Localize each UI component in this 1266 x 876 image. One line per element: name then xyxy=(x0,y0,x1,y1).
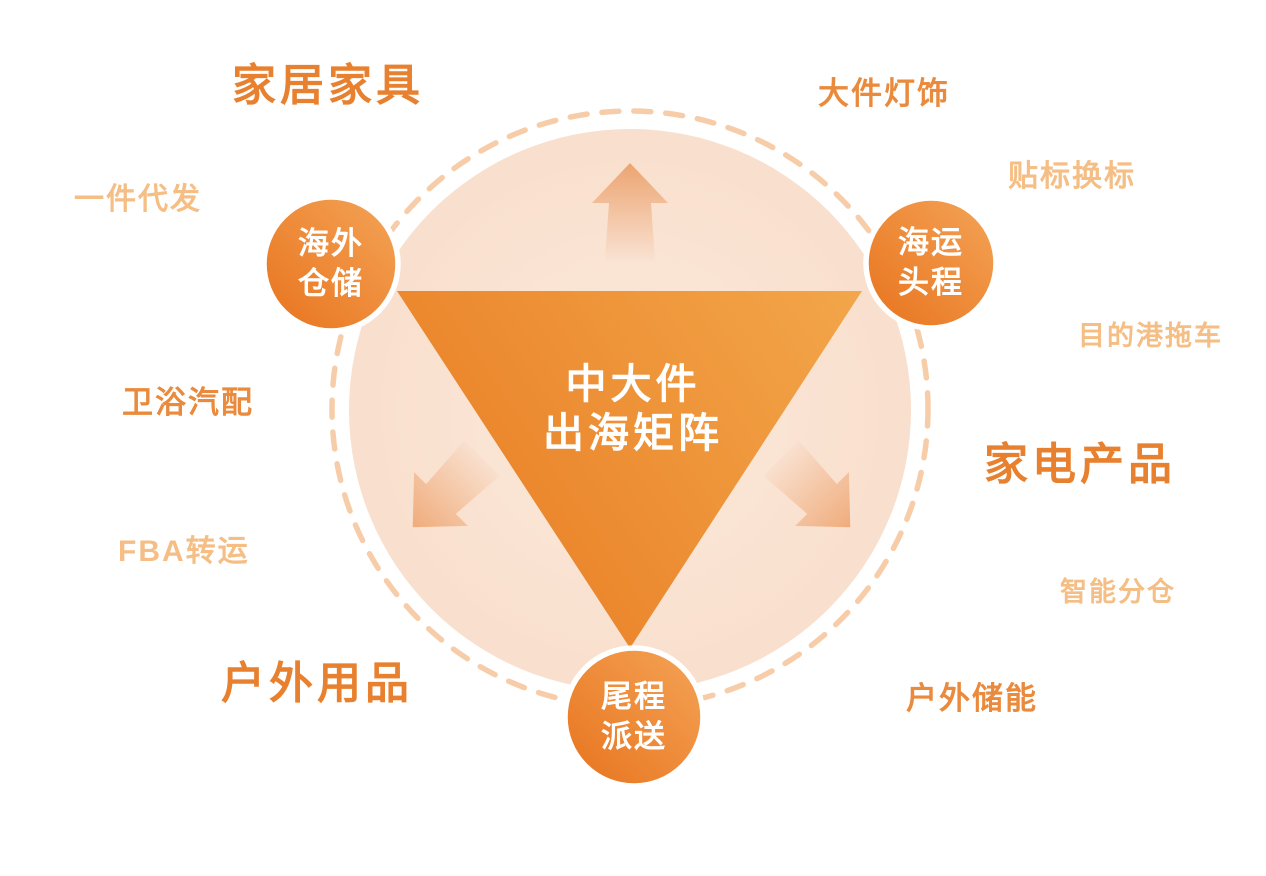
label-relabeling: 贴标换标 xyxy=(1008,160,1136,193)
label-outdoor-energy-storage: 户外储能 xyxy=(906,681,1038,716)
arrow-down-left-icon xyxy=(412,440,500,528)
label-home-furniture: 家居家具 xyxy=(232,61,424,110)
core-triangle xyxy=(397,291,862,648)
node-label-line1: 尾程 xyxy=(601,679,667,714)
node-circle-overseas-warehousing xyxy=(261,194,401,334)
center-title-line2: 出海矩阵 xyxy=(543,410,723,456)
node-circle-sea-freight-first-leg xyxy=(863,195,999,331)
label-fba-transfer: FBA转运 xyxy=(118,535,250,568)
node-circle-last-mile-delivery xyxy=(562,645,706,789)
center-title: 中大件 出海矩阵 xyxy=(460,360,806,458)
node-label-line2: 派送 xyxy=(601,719,667,754)
label-smart-warehousing: 智能分仓 xyxy=(1060,577,1176,607)
node-last-mile-delivery: 尾程 派送 xyxy=(554,677,714,757)
center-title-line1: 中大件 xyxy=(565,361,701,407)
label-port-trucking: 目的港拖车 xyxy=(1078,321,1223,351)
arrow-up-icon xyxy=(592,163,668,261)
arrow-down-right-icon xyxy=(763,440,851,528)
orbit-dashed-ring xyxy=(329,108,931,710)
label-dropshipping: 一件代发 xyxy=(74,183,202,216)
node-sea-freight-first-leg: 海运 头程 xyxy=(851,223,1011,303)
node-overseas-warehousing: 海外 仓储 xyxy=(251,224,411,304)
node-label-line1: 海外 xyxy=(298,226,364,261)
node-label-line2: 仓储 xyxy=(298,266,364,301)
node-label-line1: 海运 xyxy=(898,225,964,260)
label-bath-auto-parts: 卫浴汽配 xyxy=(122,385,254,420)
label-home-appliances: 家电产品 xyxy=(984,440,1176,489)
label-outdoor-goods: 户外用品 xyxy=(221,659,413,708)
node-label-line2: 头程 xyxy=(898,265,964,300)
label-large-lighting: 大件灯饰 xyxy=(818,76,950,111)
